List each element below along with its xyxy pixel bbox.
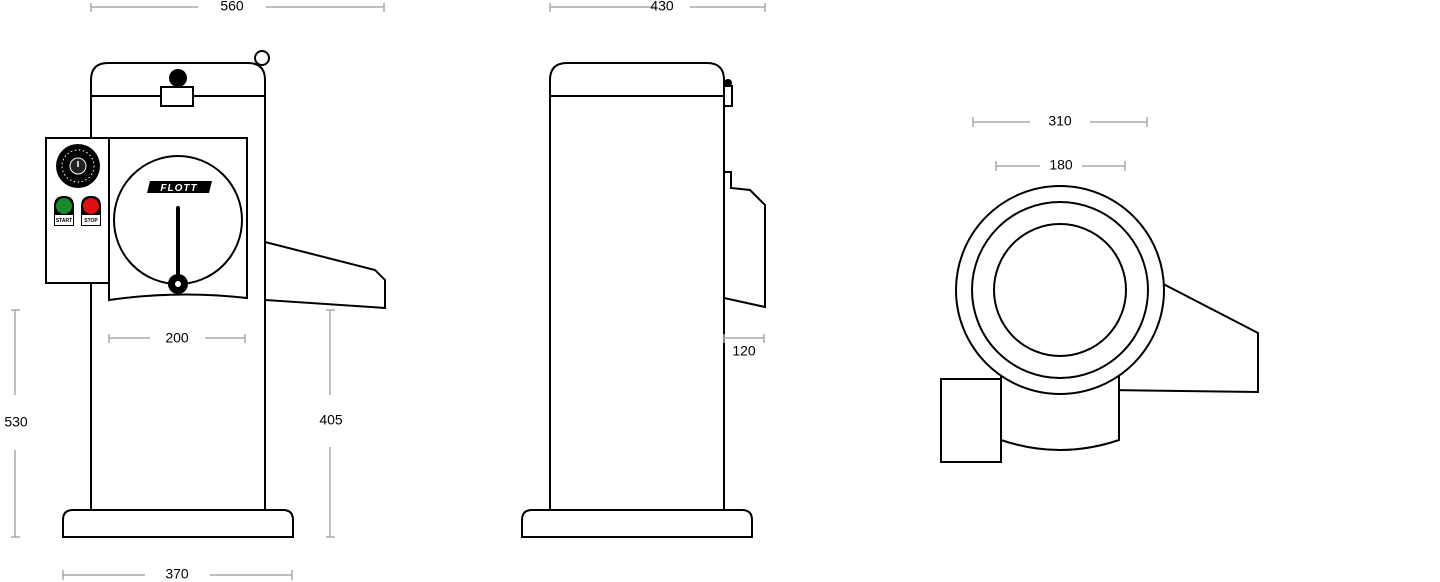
- top-inner-bowl: [993, 223, 1127, 357]
- lid-knob: [169, 69, 187, 87]
- front-chute: [264, 240, 386, 310]
- svg-text:310: 310: [1048, 113, 1072, 129]
- top-motor-box: [940, 378, 1002, 463]
- front-view: FLOTT START STOP: [45, 50, 386, 538]
- brand-logo: FLOTT: [147, 181, 212, 194]
- side-latch: [723, 85, 733, 107]
- dimension-base-width: 370: [62, 566, 293, 582]
- svg-text:120: 120: [732, 343, 756, 359]
- side-body: [549, 62, 725, 511]
- dimension-front-panel-width: 200: [108, 330, 246, 346]
- svg-text:530: 530: [4, 414, 28, 430]
- svg-text:200: 200: [165, 330, 189, 346]
- top-ring: [254, 50, 270, 66]
- side-chute: [723, 171, 766, 309]
- lid-latch: [160, 86, 194, 107]
- dimension-front-height: 530: [4, 309, 28, 538]
- svg-text:370: 370: [165, 566, 189, 582]
- svg-text:560: 560: [220, 0, 244, 14]
- dimension-top-inner: 180: [995, 157, 1126, 173]
- dimension-top-outer: 310: [972, 113, 1148, 129]
- svg-text:180: 180: [1049, 157, 1073, 173]
- svg-text:FLOTT: FLOTT: [160, 183, 197, 194]
- svg-text:405: 405: [319, 412, 343, 428]
- timer-dial[interactable]: [56, 144, 100, 188]
- dimension-side-depth: 430: [549, 0, 766, 14]
- dimension-side-chute: 120: [723, 334, 765, 359]
- svg-text:430: 430: [650, 0, 674, 14]
- dimension-front-width: 560: [90, 0, 385, 14]
- start-label: START: [56, 218, 72, 224]
- top-view: [940, 185, 1259, 463]
- start-button[interactable]: START: [54, 196, 74, 226]
- side-view: [521, 62, 766, 538]
- front-base: [62, 509, 294, 538]
- stop-label: STOP: [84, 218, 98, 224]
- side-base: [521, 509, 753, 538]
- stop-button[interactable]: STOP: [81, 196, 101, 226]
- dimension-chute-height: 405: [319, 309, 343, 538]
